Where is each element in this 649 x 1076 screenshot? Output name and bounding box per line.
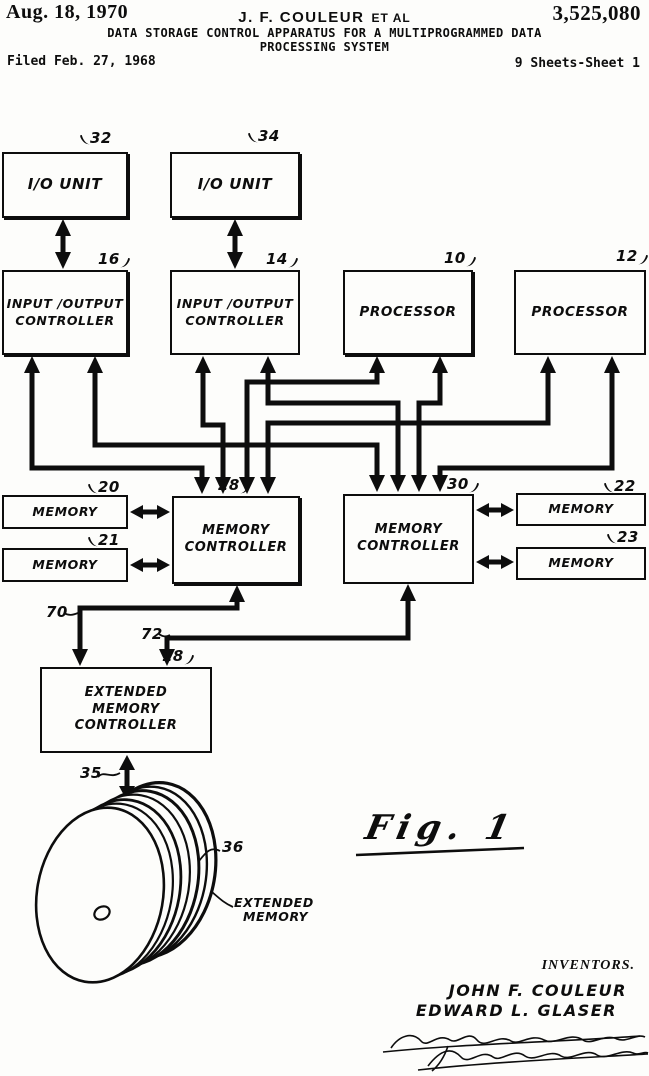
bus-proc10-mc30	[416, 371, 443, 478]
block-label: MEMORY	[548, 555, 614, 571]
block-label-line1: MEMORY	[374, 522, 443, 538]
block-label: I/O UNIT	[27, 175, 103, 194]
block-label: PROCESSOR	[531, 303, 629, 320]
bus-ioc14-mc28	[200, 371, 226, 479]
block-memory-20: MEMORY	[2, 495, 128, 529]
block-processor-12: PROCESSOR	[514, 270, 646, 355]
block-memory-23: MEMORY	[516, 547, 646, 580]
block-label-line2: CONTROLLER	[357, 539, 460, 554]
block-io-controller-16: INPUT /OUTPUT CONTROLLER	[2, 270, 128, 355]
inventor-name-1: JOHN F. COULEUR	[448, 981, 627, 1000]
extended-memory-annotation: EXTENDED MEMORY	[234, 896, 314, 924]
block-extended-memory-controller-18: EXTENDED MEMORY CONTROLLER	[40, 667, 212, 753]
leader-lines	[63, 612, 234, 908]
block-label-line2: CONTROLLER	[15, 312, 115, 328]
extended-memory-drum	[34, 781, 218, 984]
filed-date: Filed Feb. 27, 1968	[7, 54, 156, 69]
annotation-line1: EXTENDED	[234, 895, 314, 910]
bus-proc12-mc28	[265, 371, 551, 479]
ref-label-18: 18	[162, 647, 184, 665]
ref-label-10: 10	[444, 249, 466, 267]
byline-suffix: ET AL	[371, 11, 411, 25]
ref-label-32: 32	[90, 129, 112, 147]
patent-title-line1: DATA STORAGE CONTROL APPARATUS FOR A MUL…	[107, 26, 542, 40]
block-label-line1: MEMORY	[202, 523, 270, 539]
block-io-unit-34: I/O UNIT	[170, 152, 300, 218]
block-io-controller-14: INPUT /OUTPUT CONTROLLER	[170, 270, 300, 355]
ref-label-72: 72	[141, 625, 163, 643]
ref-label-22: 22	[614, 477, 636, 495]
bus-proc12-mc30	[437, 371, 615, 478]
byline: J. F. COULEUR ET AL	[0, 9, 649, 26]
block-memory-21: MEMORY	[2, 548, 128, 582]
patent-number: 3,525,080	[552, 1, 641, 25]
sheet-number: 9 Sheets-Sheet 1	[514, 56, 640, 71]
block-label-line1: INPUT /OUTPUT	[176, 296, 294, 312]
ref-label-12: 12	[616, 247, 638, 265]
figure-label: Fig. 1	[361, 808, 521, 848]
ref-label-21: 21	[98, 531, 120, 549]
bus-72-mc30-emc	[164, 600, 411, 650]
block-label-line3: CONTROLLER	[74, 718, 178, 734]
issue-date: Aug. 18, 1970	[6, 1, 129, 23]
patent-title-line2: PROCESSING SYSTEM	[259, 40, 390, 54]
ref-label-34: 34	[258, 127, 280, 145]
block-memory-22: MEMORY	[516, 493, 646, 526]
block-label: MEMORY	[32, 556, 98, 572]
block-memory-controller-28: MEMORY CONTROLLER	[172, 496, 300, 584]
block-label-line1: EXTENDED	[84, 684, 168, 700]
ref-label-16: 16	[98, 250, 120, 268]
inventors-caption: INVENTORS.	[541, 958, 635, 973]
block-label: MEMORY	[548, 501, 614, 517]
block-label-line2: MEMORY	[92, 701, 160, 717]
inventor-name-2: EDWARD L. GLASER	[415, 1001, 617, 1020]
figure-underline	[355, 846, 525, 857]
bus-70-mc28-emc	[77, 600, 240, 650]
bus-ioc16-mc30	[92, 371, 380, 478]
ref-label-35: 35	[80, 764, 102, 782]
block-io-unit-32: I/O UNIT	[2, 152, 128, 218]
bus-ioc16-mc28	[29, 371, 205, 479]
drum-hub	[93, 905, 111, 921]
ref-label-20: 20	[98, 478, 120, 496]
ref-label-30: 30	[447, 475, 469, 493]
bus-proc10-mc28	[244, 371, 380, 479]
block-label: MEMORY	[32, 503, 98, 519]
ref-label-36: 36	[222, 838, 244, 856]
ref-label-14: 14	[266, 250, 288, 268]
bus-ioc14-mc30	[265, 371, 401, 478]
attorney-signature	[382, 1034, 649, 1072]
block-label: I/O UNIT	[197, 175, 273, 194]
inventor-surname: J. F. COULEUR	[238, 9, 365, 26]
block-label-line1: INPUT /OUTPUT	[6, 296, 124, 312]
block-memory-controller-30: MEMORY CONTROLLER	[343, 494, 474, 584]
ref-label-28: 28	[218, 476, 240, 494]
block-label-line2: CONTROLLER	[185, 312, 285, 328]
ref-label-70: 70	[46, 603, 68, 621]
block-label-line2: CONTROLLER	[184, 540, 288, 555]
ref-label-23: 23	[617, 528, 639, 546]
annotation-line2: MEMORY	[243, 909, 309, 924]
block-label: PROCESSOR	[359, 303, 457, 320]
block-processor-10: PROCESSOR	[343, 270, 473, 355]
